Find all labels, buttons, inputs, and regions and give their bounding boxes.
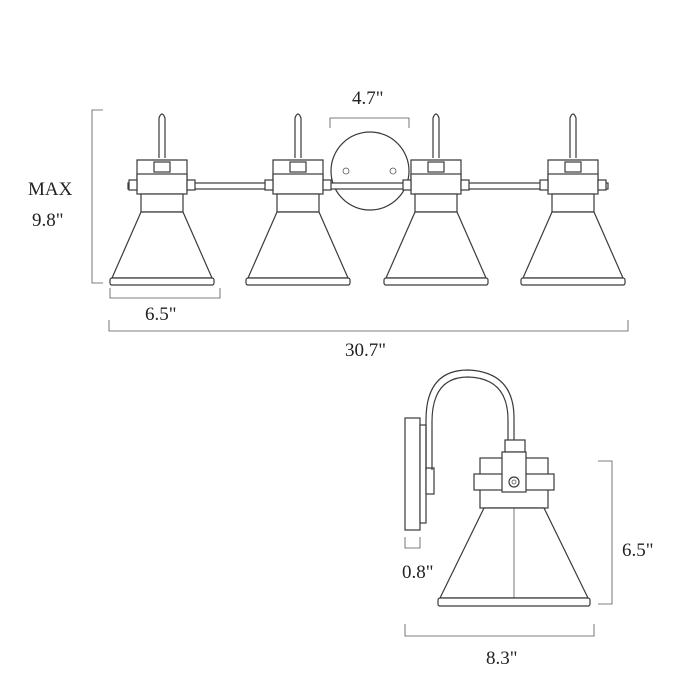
lamp-head-1 [109, 113, 215, 286]
shade-height-label: 6.5" [622, 540, 654, 561]
gooseneck-arm-inner [431, 376, 509, 470]
height-label-max: MAX [28, 179, 73, 200]
side-neck [504, 439, 526, 453]
side-view: 0.8" 6.5" 8.3" [402, 369, 654, 669]
shade-width-dimension [109, 288, 221, 299]
overall-width-label: 30.7" [345, 340, 386, 361]
lamp-head-3 [383, 113, 489, 286]
side-mount-block [425, 467, 435, 495]
height-dimension-bracket [91, 109, 103, 284]
depth-dimension [404, 537, 421, 549]
lamp-head-4 [520, 113, 626, 286]
side-backplate [404, 417, 421, 531]
projection-dimension [404, 624, 595, 637]
height-label-value: 9.8" [32, 210, 64, 231]
plate-screw-left [342, 167, 350, 175]
side-knob-center [511, 479, 517, 485]
side-shade-rim [437, 597, 591, 607]
plate-width-label: 4.7" [352, 88, 384, 109]
backplate [330, 131, 410, 211]
gooseneck-arm [425, 369, 515, 470]
side-backplate-edge [419, 424, 427, 524]
projection-label: 8.3" [486, 648, 518, 669]
crossbar [127, 182, 609, 190]
side-knob [508, 476, 520, 488]
plate-screw-right [389, 167, 397, 175]
plate-width-dimension [329, 117, 410, 128]
overall-width-dimension [108, 320, 629, 332]
lamp-head-2 [245, 113, 351, 286]
shade-height-dimension [598, 460, 613, 605]
front-view: MAX 9.8" 4.7" [28, 88, 629, 361]
depth-label: 0.8" [402, 562, 434, 583]
shade-width-label: 6.5" [145, 304, 177, 325]
